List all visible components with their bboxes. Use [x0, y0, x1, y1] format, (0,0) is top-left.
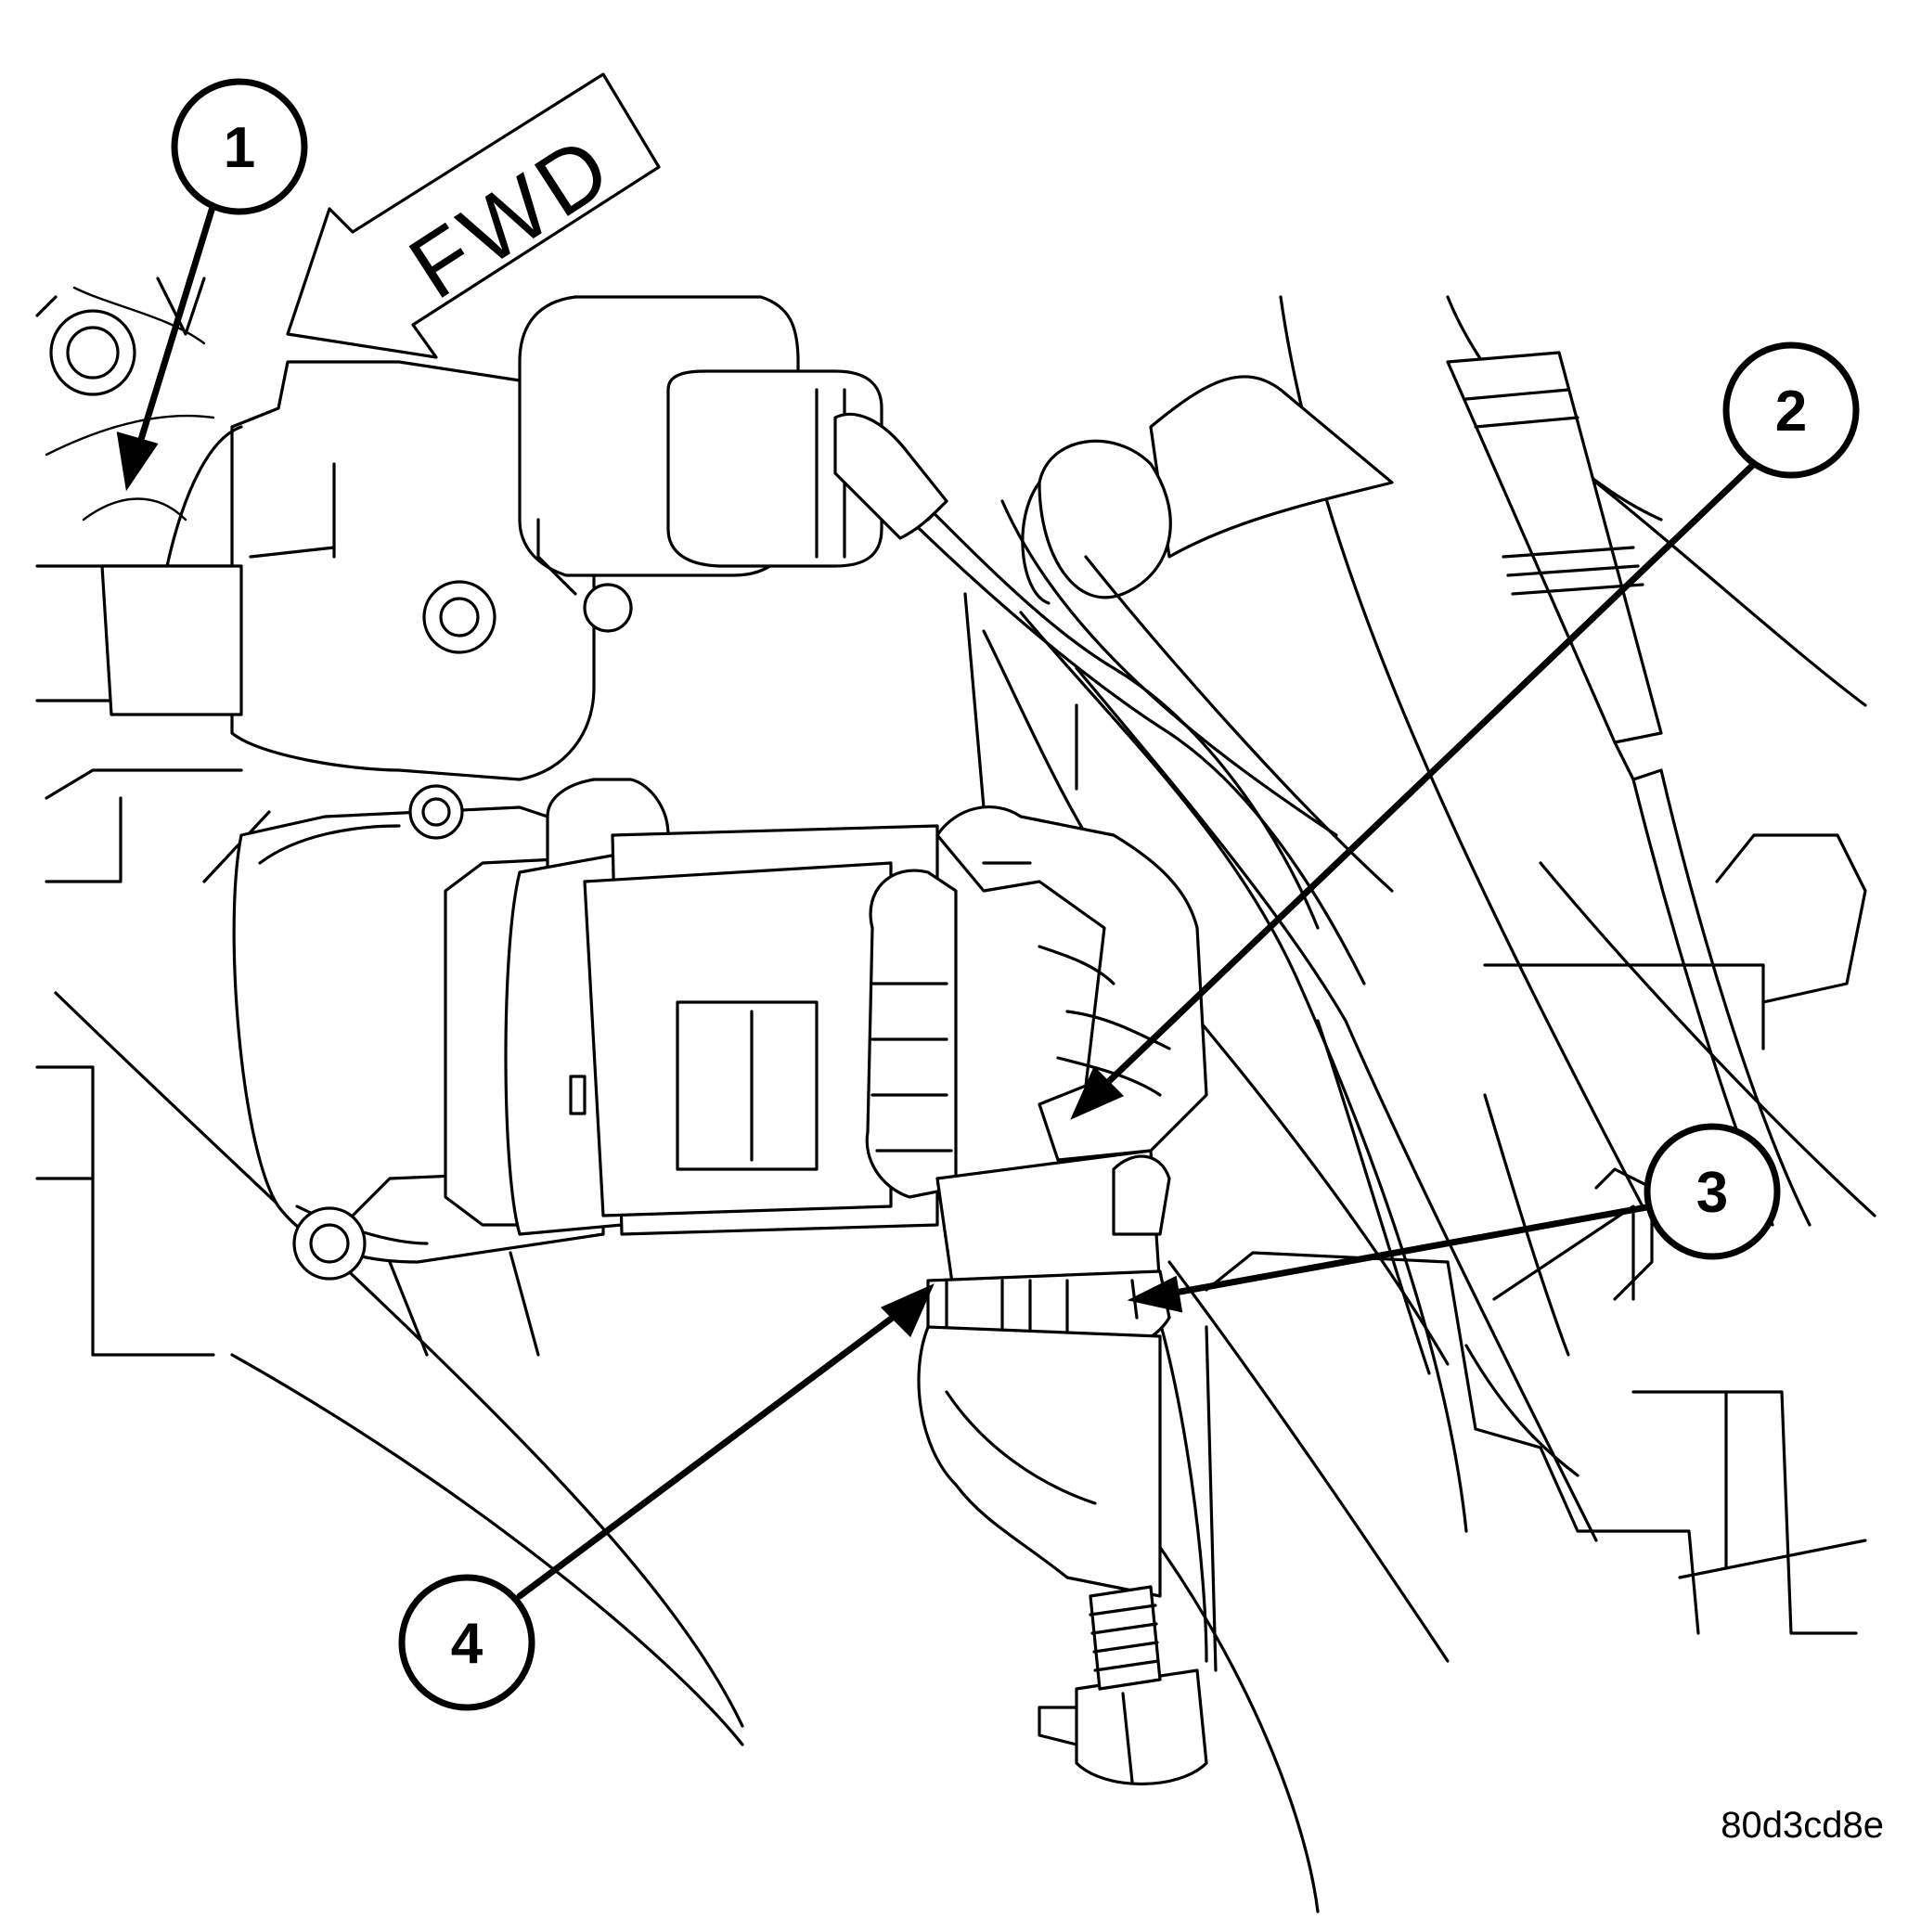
callout-leaders — [116, 200, 1758, 1600]
sensor-body — [917, 805, 1208, 1785]
callout-3: 3 — [1644, 1123, 1781, 1260]
arrowhead-2 — [1070, 1065, 1125, 1120]
arrowhead-3 — [1127, 1275, 1183, 1313]
callout-4: 4 — [398, 1574, 535, 1711]
arrowhead-4 — [880, 1283, 935, 1338]
callout-2: 2 — [1722, 341, 1860, 479]
callout-1: 1 — [171, 78, 308, 215]
figure-id: 80d3cd8e — [1721, 1805, 1884, 1846]
leader-line-4 — [516, 1305, 909, 1600]
callout-number-2: 2 — [1775, 380, 1807, 444]
wiring-harness — [852, 434, 1598, 1542]
arrowhead-1 — [116, 431, 159, 492]
callout-number-1: 1 — [224, 116, 255, 180]
callout-number-4: 4 — [451, 1612, 483, 1676]
throttle-position-sensor — [45, 277, 948, 781]
vacuum-tube — [1446, 351, 1811, 1227]
callout-number-3: 3 — [1696, 1161, 1728, 1225]
intake-hose — [963, 375, 1394, 893]
leader-line-2 — [1101, 460, 1758, 1089]
leader-line-3 — [1161, 1203, 1656, 1298]
leader-line-1 — [135, 200, 217, 449]
iac-connector — [504, 824, 958, 1236]
